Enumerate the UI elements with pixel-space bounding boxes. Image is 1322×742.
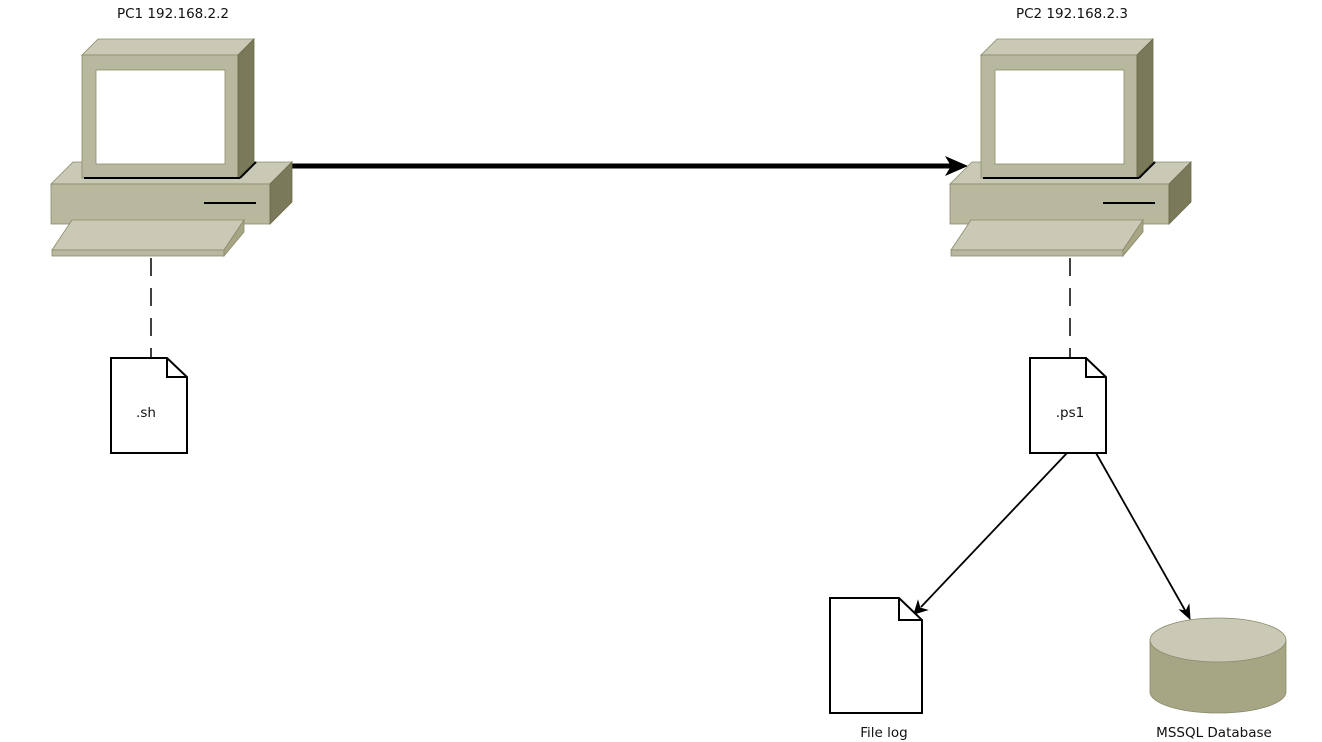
edge-ps1-database	[1095, 452, 1187, 613]
database-cylinder-icon[interactable]	[1149, 617, 1287, 714]
arrowhead-pc2	[945, 156, 968, 176]
file-log-document[interactable]	[829, 597, 923, 714]
arrowhead-filelog	[913, 599, 929, 615]
edge-ps1-filelog	[920, 452, 1068, 608]
pc1-label: PC1 192.168.2.2	[117, 6, 229, 22]
pc2-computer[interactable]	[949, 38, 1192, 258]
arrowhead-database	[1178, 603, 1191, 621]
sh-label: .sh	[136, 405, 156, 421]
sh-document[interactable]	[110, 357, 188, 454]
pc2-label: PC2 192.168.2.3	[1016, 6, 1128, 22]
file-log-label: File log	[860, 725, 907, 741]
database-label: MSSQL Database	[1156, 725, 1272, 741]
pc1-computer[interactable]	[50, 38, 293, 258]
ps1-label: .ps1	[1056, 405, 1084, 421]
ps1-document[interactable]	[1029, 357, 1107, 454]
